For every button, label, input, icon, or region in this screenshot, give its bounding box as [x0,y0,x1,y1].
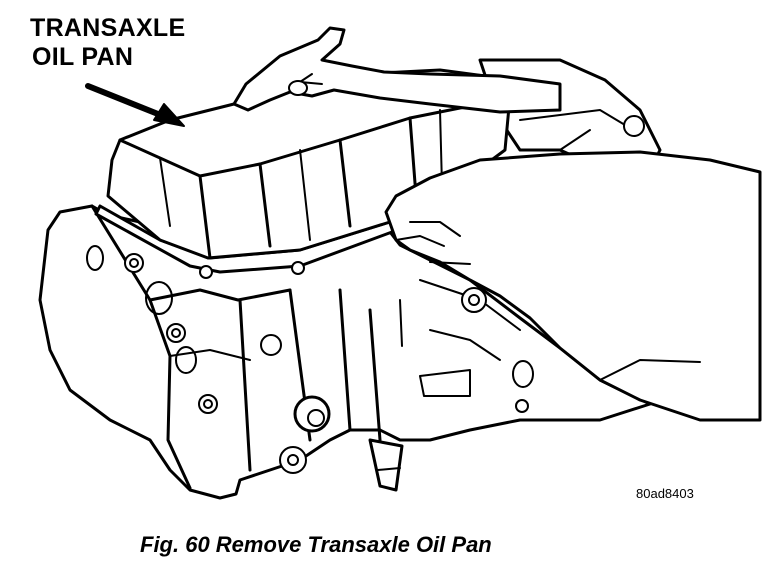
oil-pan-callout-label: TRANSAXLE OIL PAN [30,14,185,72]
figure-reference-code: 80ad8403 [636,486,694,501]
callout-arrow [85,83,185,127]
callout-line-1: TRANSAXLE [30,14,186,42]
figure-caption: Fig. 60 Remove Transaxle Oil Pan [140,532,492,557]
callout-line-2: OIL PAN [32,43,134,71]
left-hand [232,26,562,114]
transaxle-housing [38,204,652,500]
right-hand [384,150,762,422]
